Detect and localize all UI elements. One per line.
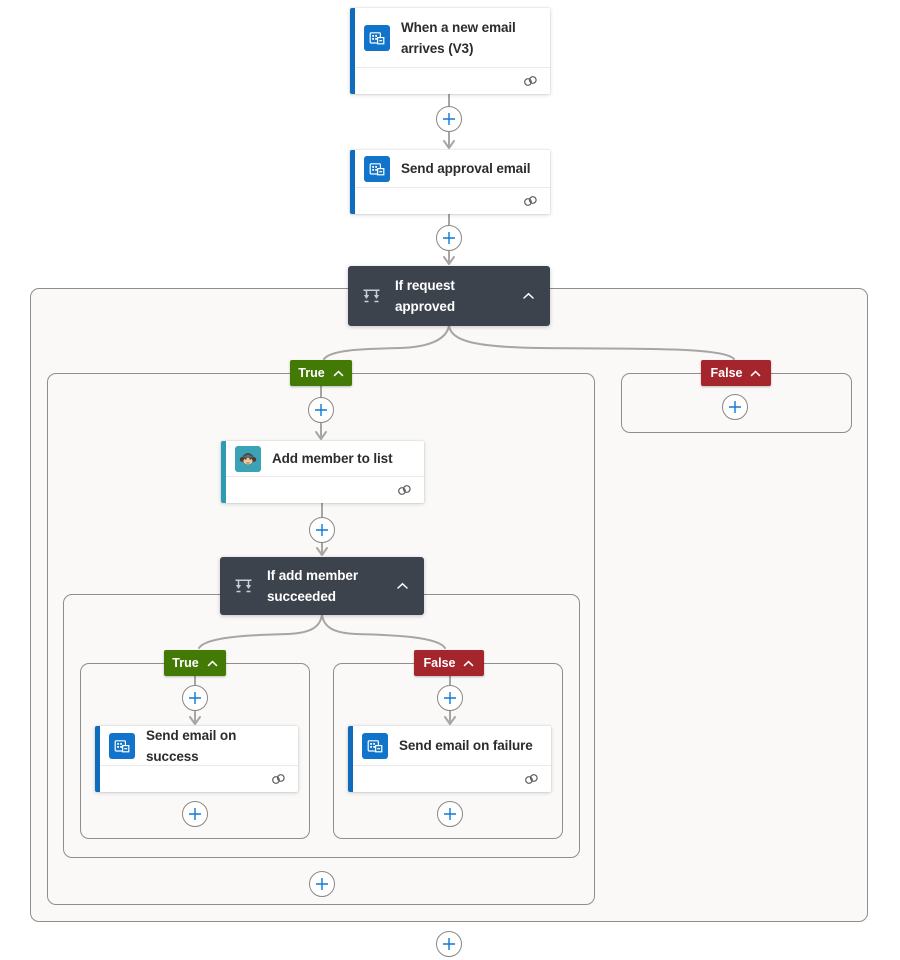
- accent-bar: [221, 441, 226, 503]
- insert-step-button[interactable]: [309, 517, 335, 543]
- outlook-icon: [364, 24, 390, 51]
- accent-bar: [350, 8, 355, 94]
- chevron-up-icon: [464, 659, 474, 666]
- outlook-icon: [364, 155, 390, 182]
- nested-false-branch-badge[interactable]: False: [414, 650, 484, 676]
- insert-step-button[interactable]: [308, 397, 334, 423]
- connection-link-icon[interactable]: [269, 771, 288, 787]
- badge-label: False: [710, 366, 743, 380]
- nested-true-branch-badge[interactable]: True: [164, 650, 226, 676]
- insert-step-button[interactable]: [436, 106, 462, 132]
- connection-link-icon[interactable]: [521, 193, 540, 209]
- badge-label: True: [172, 656, 199, 670]
- outlook-icon: [109, 732, 135, 759]
- add-action-button-false-branch[interactable]: [722, 394, 748, 420]
- condition-branch-icon: [233, 576, 254, 596]
- mailchimp-icon: [235, 445, 261, 472]
- connection-link-icon[interactable]: [395, 482, 414, 498]
- add-action-button[interactable]: [437, 801, 463, 827]
- collapse-chevron-up-icon[interactable]: [394, 580, 411, 592]
- connection-link-icon[interactable]: [522, 771, 541, 787]
- insert-step-button[interactable]: [182, 685, 208, 711]
- card-title: If add member succeeded: [267, 568, 358, 604]
- add-action-button[interactable]: [309, 871, 335, 897]
- condition-card-if-add-member-succeeded[interactable]: If add member succeeded: [220, 557, 424, 615]
- chevron-up-icon: [333, 369, 344, 376]
- false-branch-badge[interactable]: False: [701, 360, 771, 386]
- chevron-up-icon: [751, 369, 761, 376]
- action-card-send-email-on-failure[interactable]: Send email on failure: [348, 726, 551, 792]
- card-title: Send approval email: [401, 161, 531, 176]
- card-title: If request approved: [395, 278, 455, 314]
- add-action-button[interactable]: [182, 801, 208, 827]
- insert-step-button[interactable]: [436, 225, 462, 251]
- accent-bar: [95, 726, 100, 792]
- accent-bar: [350, 150, 355, 214]
- collapse-chevron-up-icon[interactable]: [520, 290, 537, 302]
- card-title: Add member to list: [272, 451, 393, 466]
- card-title: Send email on failure: [399, 738, 533, 753]
- outlook-icon: [362, 732, 388, 759]
- accent-bar: [348, 726, 353, 792]
- trigger-card-when-new-email-arrives[interactable]: When a new email arrives (V3): [350, 8, 550, 94]
- action-card-add-member-to-list[interactable]: Add member to list: [221, 441, 424, 503]
- badge-label: True: [298, 366, 325, 380]
- true-branch-badge[interactable]: True: [290, 360, 352, 386]
- condition-branch-icon: [361, 286, 382, 306]
- card-title: When a new email arrives (V3): [401, 19, 516, 56]
- insert-step-button[interactable]: [437, 685, 463, 711]
- add-action-button[interactable]: [436, 931, 462, 957]
- action-card-send-approval-email[interactable]: Send approval email: [350, 150, 550, 214]
- action-card-send-email-on-success[interactable]: Send email on success: [95, 726, 298, 792]
- badge-label: False: [423, 656, 456, 670]
- condition-card-if-request-approved[interactable]: If request approved: [348, 266, 550, 326]
- connection-link-icon[interactable]: [521, 73, 540, 89]
- chevron-up-icon: [207, 659, 218, 666]
- card-title: Send email on success: [146, 727, 237, 764]
